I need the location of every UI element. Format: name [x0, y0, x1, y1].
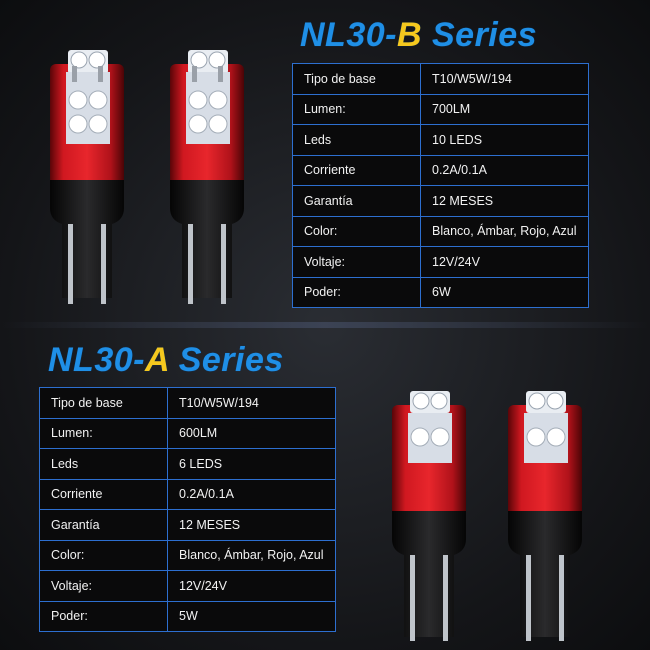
table-row: Color:Blanco, Ámbar, Rojo, Azul [292, 215, 589, 247]
spec-label: Corriente [292, 154, 421, 186]
spec-label: Voltaje: [292, 246, 421, 278]
spec-value: Blanco, Ámbar, Rojo, Azul [420, 215, 589, 247]
led-bulb-image [170, 50, 244, 304]
spec-value: 700LM [420, 93, 589, 125]
table-row: Color:Blanco, Ámbar, Rojo, Azul [39, 539, 336, 571]
spec-value: 0.2A/0.1A [420, 154, 589, 186]
spec-label: Color: [39, 539, 168, 571]
nl30-a-title: NL30-A Series [48, 341, 284, 379]
spec-label: Tipo de base [292, 63, 421, 95]
spec-label: Lumen: [39, 417, 168, 449]
led-bulb-image [50, 50, 124, 304]
spec-label: Poder: [292, 276, 421, 308]
spec-label: Leds [292, 124, 421, 156]
spec-value: Blanco, Ámbar, Rojo, Azul [167, 539, 336, 571]
spec-value: 0.2A/0.1A [167, 478, 336, 510]
spec-label: Tipo de base [39, 387, 168, 419]
spec-label: Voltaje: [39, 570, 168, 602]
table-row: Poder:5W [39, 600, 336, 632]
spec-value: 600LM [167, 417, 336, 449]
spec-value: 5W [167, 600, 336, 632]
nl30-b-title: NL30-B Series [300, 16, 538, 54]
spec-label: Lumen: [292, 93, 421, 125]
spec-value: 6W [420, 276, 589, 308]
spec-value: T10/W5W/194 [420, 63, 589, 95]
led-bulb-image [392, 391, 466, 641]
section-divider [0, 322, 650, 328]
spec-label: Color: [292, 215, 421, 247]
spec-value: 12 MESES [420, 185, 589, 217]
spec-value: 12V/24V [167, 570, 336, 602]
table-row: Poder:6W [292, 276, 589, 308]
spec-label: Corriente [39, 478, 168, 510]
led-bulb-image [508, 391, 582, 641]
spec-label: Garantía [39, 509, 168, 541]
table-row: Lumen:600LM [39, 417, 336, 449]
spec-label: Poder: [39, 600, 168, 632]
spec-value: 10 LEDS [420, 124, 589, 156]
spec-value: 6 LEDS [167, 448, 336, 480]
spec-label: Leds [39, 448, 168, 480]
spec-value: 12 MESES [167, 509, 336, 541]
table-row: Voltaje:12V/24V [39, 570, 336, 602]
spec-label: Garantía [292, 185, 421, 217]
spec-value: 12V/24V [420, 246, 589, 278]
table-row: Lumen:700LM [292, 93, 589, 125]
table-row: Voltaje:12V/24V [292, 246, 589, 278]
spec-value: T10/W5W/194 [167, 387, 336, 419]
